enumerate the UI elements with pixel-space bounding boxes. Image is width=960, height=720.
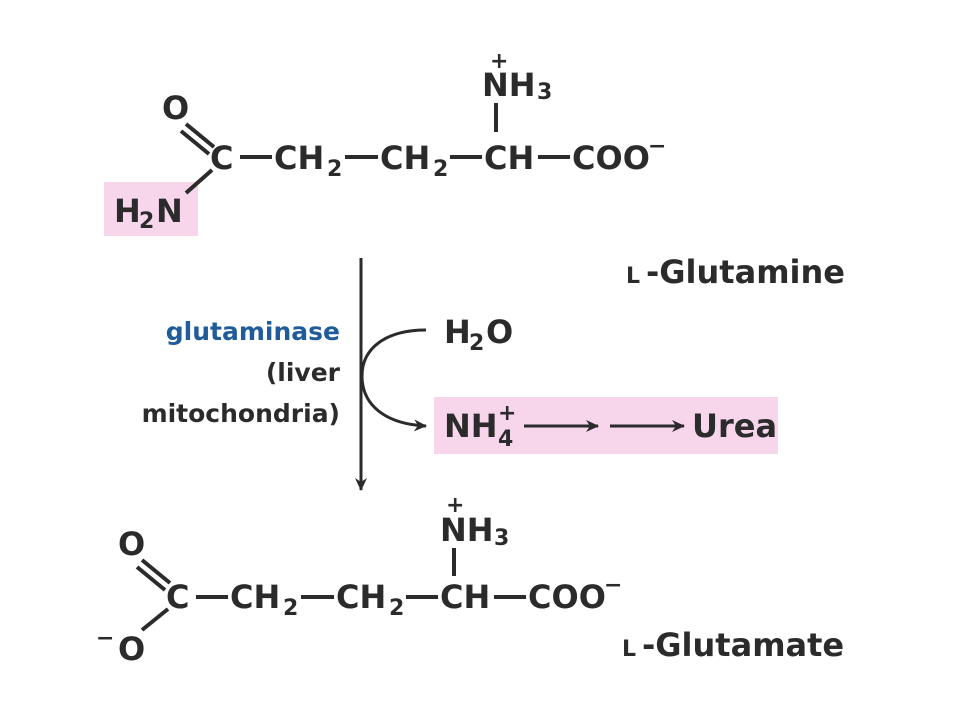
glutamine-nh3-charge: + bbox=[490, 49, 508, 74]
ammonium-sub: 4 bbox=[498, 427, 513, 452]
glutamate-structure: + NH 3 O C CH 2 CH 2 CH COO − − O bbox=[96, 493, 622, 668]
location-line2: mitochondria) bbox=[142, 399, 340, 428]
glutamine-ch: CH bbox=[484, 139, 534, 177]
glutamine-coo: COO bbox=[572, 139, 650, 177]
glutamine-ch2-a-sub: 2 bbox=[327, 157, 342, 182]
water-sub: 2 bbox=[469, 331, 484, 356]
glutamine-h2n-h: H bbox=[114, 192, 141, 230]
glutamate-bottom-o: O bbox=[118, 630, 145, 668]
water-o: O bbox=[486, 313, 513, 351]
ammonium-nh: NH bbox=[444, 407, 498, 445]
glutamine-nh3: NH bbox=[482, 66, 536, 104]
glutamine-ch2-a: CH bbox=[274, 139, 324, 177]
glutamate-nh3-sub: 3 bbox=[494, 526, 509, 551]
glutamine-label: -Glutamine bbox=[646, 253, 845, 291]
location-line1: (liver bbox=[266, 358, 341, 387]
glutamine-c: C bbox=[210, 139, 233, 177]
glutamate-ch2-b: CH bbox=[336, 578, 386, 616]
glutamine-name: L -Glutamine bbox=[626, 253, 845, 291]
glutamine-h2n-n: N bbox=[156, 192, 183, 230]
enzyme-label: glutaminase bbox=[166, 317, 340, 346]
glutamine-coo-charge: − bbox=[648, 134, 666, 159]
glutamate-nh3-charge: + bbox=[446, 493, 464, 518]
glutamine-h2n-sub: 2 bbox=[139, 209, 154, 234]
glutamate-ch2-a-sub: 2 bbox=[283, 596, 298, 621]
amide-highlight bbox=[104, 182, 198, 236]
glutamate-co-double-bond-2 bbox=[135, 565, 167, 592]
water-formula: H 2 O bbox=[444, 313, 513, 356]
glutamate-o-charge: − bbox=[96, 626, 114, 651]
glutamate-ch: CH bbox=[440, 578, 490, 616]
ammonium-charge: + bbox=[498, 401, 516, 426]
glutamate-bond-c-o bbox=[140, 607, 170, 632]
glutamine-structure: + NH 3 O C CH 2 CH 2 CH COO − H 2 N bbox=[114, 49, 666, 234]
ammonium-formula: NH + 4 bbox=[444, 401, 516, 452]
glutamate-co-double-bond-1 bbox=[140, 558, 172, 585]
side-reaction-curve bbox=[360, 328, 427, 432]
glutamine-co-double-bond-1 bbox=[184, 122, 216, 149]
glutamate-c: C bbox=[166, 578, 189, 616]
urea-label: Urea bbox=[692, 407, 777, 445]
glutamine-bond-c-n bbox=[184, 168, 214, 195]
glutamine-l-prefix: L bbox=[626, 264, 640, 289]
glutamate-ch2-b-sub: 2 bbox=[389, 596, 404, 621]
glutamate-label: -Glutamate bbox=[642, 626, 844, 664]
glutamine-carbonyl-o: O bbox=[162, 89, 189, 127]
glutamate-l-prefix: L bbox=[622, 637, 636, 662]
glutamine-ch2-b: CH bbox=[380, 139, 430, 177]
glutamate-nh3: NH bbox=[440, 511, 494, 549]
glutamate-ch2-a: CH bbox=[230, 578, 280, 616]
glutamate-coo-charge: − bbox=[604, 573, 622, 598]
ammonium-urea-highlight bbox=[434, 397, 778, 454]
glutamine-nh3-sub: 3 bbox=[537, 80, 552, 105]
glutamine-ch2-b-sub: 2 bbox=[433, 157, 448, 182]
glutamine-co-double-bond-2 bbox=[179, 129, 211, 156]
glutamate-top-o: O bbox=[118, 525, 145, 563]
glutamate-coo: COO bbox=[528, 578, 606, 616]
glutamate-name: L -Glutamate bbox=[622, 626, 844, 664]
water-h: H bbox=[444, 313, 471, 351]
